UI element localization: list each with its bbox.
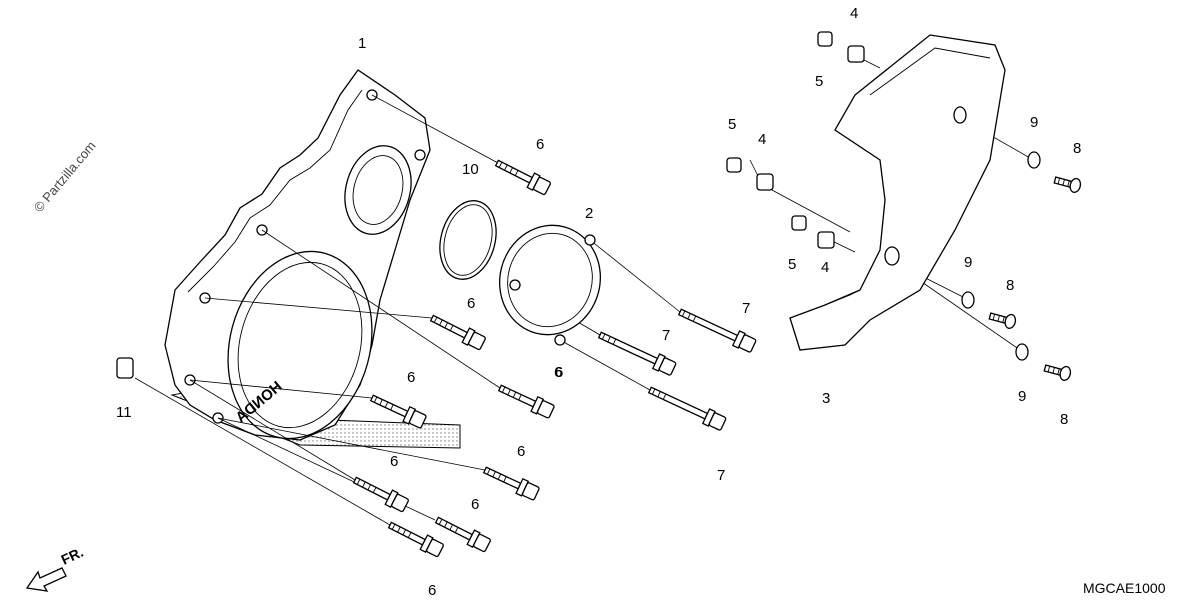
crankcase-cover: HONDA xyxy=(164,69,461,449)
callout-7: 7 xyxy=(742,300,750,317)
callout-5: 5 xyxy=(788,256,796,273)
callout-6: 6 xyxy=(428,582,436,599)
grommets-collars xyxy=(726,31,865,249)
callout-6: 6 xyxy=(390,453,398,470)
dowel-pin xyxy=(116,357,134,379)
callout-1: 1 xyxy=(358,35,366,52)
callout-7: 7 xyxy=(717,467,725,484)
diagram-code: MGCAE1000 xyxy=(1083,580,1166,596)
callout-4: 4 xyxy=(821,259,829,276)
callout-8: 8 xyxy=(1073,140,1081,157)
o-ring xyxy=(439,200,497,280)
callout-6: 6 xyxy=(555,364,563,381)
callouts: 1 2 3 4 4 4 5 5 5 6 6 6 6 6 6 6 6 6 7 7 … xyxy=(116,5,1081,599)
sprocket-cover xyxy=(789,34,1006,351)
callout-6: 6 xyxy=(536,136,544,153)
callout-8: 8 xyxy=(1006,277,1014,294)
screws-washers xyxy=(961,151,1083,383)
callout-5: 5 xyxy=(728,116,736,133)
callout-9: 9 xyxy=(1030,114,1038,131)
callout-3: 3 xyxy=(822,390,830,407)
callout-6: 6 xyxy=(467,295,475,312)
callout-11: 11 xyxy=(116,404,132,421)
callout-4: 4 xyxy=(758,131,766,148)
callout-6: 6 xyxy=(471,496,479,513)
callout-7: 7 xyxy=(662,327,670,344)
callout-6: 6 xyxy=(554,364,562,381)
callout-4: 4 xyxy=(850,5,858,22)
watermark: © Partzilla.com xyxy=(31,138,99,215)
callout-2: 2 xyxy=(585,205,593,222)
cap-cover xyxy=(498,224,602,346)
flange-bolts xyxy=(350,155,758,559)
front-direction-arrow xyxy=(25,567,67,592)
callout-10: 10 xyxy=(462,161,479,178)
callout-9: 9 xyxy=(964,254,972,271)
callout-5: 5 xyxy=(815,73,823,90)
direction-label: FR. xyxy=(59,544,86,568)
callout-8: 8 xyxy=(1060,411,1068,428)
callout-9: 9 xyxy=(1018,388,1026,405)
callout-6: 6 xyxy=(407,369,415,386)
callout-6: 6 xyxy=(517,443,525,460)
